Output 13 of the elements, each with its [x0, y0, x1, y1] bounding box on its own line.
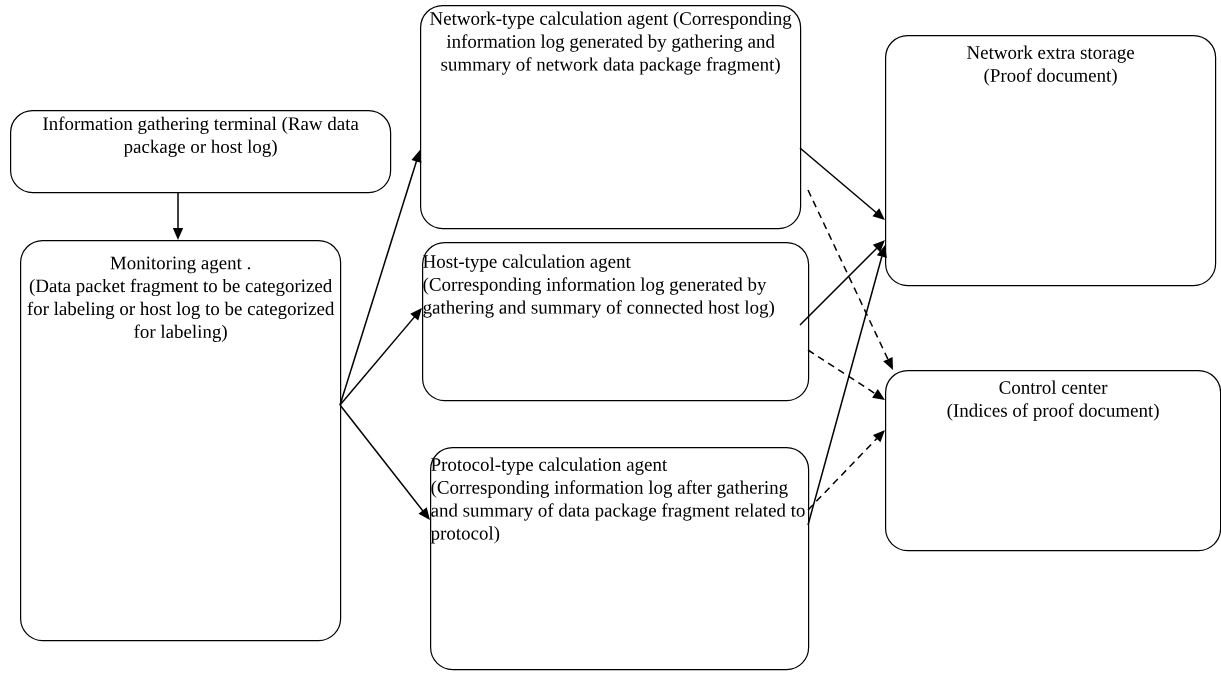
process-box: Control center (Indices of proof document) [885, 370, 1221, 552]
process-box: Monitoring agent . (Data packet fragment to be categorized for labeling or host log to be categorized for labeling) [20, 240, 342, 642]
arrow [799, 147, 885, 220]
arrow [339, 308, 422, 406]
process-box: Host-type calculation agent (Corresponding information log generated by gathering and summary of connected host log) [422, 242, 810, 402]
arrow [339, 404, 430, 520]
arrow [807, 430, 885, 511]
process-box: Network-type calculation agent (Corresponding information log generated by gathering and summary of network data package fragment) [420, 5, 802, 230]
process-box: Protocol-type calculation agent (Corresponding information log after gathering and summary of data package fragment related to protocol) [430, 447, 810, 671]
process-box: Information gathering terminal (Raw data package or host log) [10, 110, 392, 194]
process-box: Network extra storage (Proof document) [885, 35, 1217, 287]
arrow [807, 349, 885, 400]
arrow [799, 240, 885, 326]
